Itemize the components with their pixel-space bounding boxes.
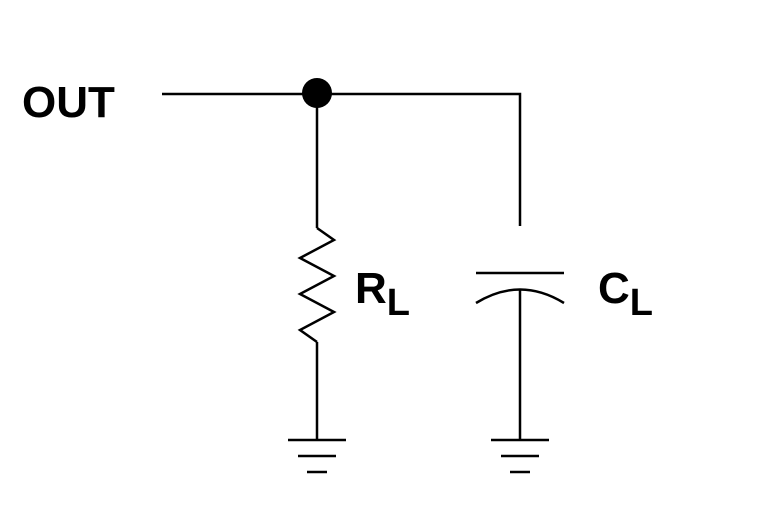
resistor-branch: RL (288, 93, 410, 474)
ground-symbol-capacitor (491, 438, 549, 474)
resistor-label-symbol: R (355, 264, 387, 313)
resistor-label: RL (355, 264, 410, 324)
ground-symbol-resistor (288, 438, 346, 474)
resistor-symbol (297, 226, 337, 344)
out-label: OUT (22, 78, 115, 127)
capacitor-label-subscript: L (630, 282, 653, 324)
output-wire (162, 92, 522, 226)
capacitor-label-symbol: C (598, 264, 630, 313)
capacitor-branch: CL (475, 264, 653, 474)
resistor-label-subscript: L (387, 282, 410, 324)
capacitor-label: CL (598, 264, 653, 324)
